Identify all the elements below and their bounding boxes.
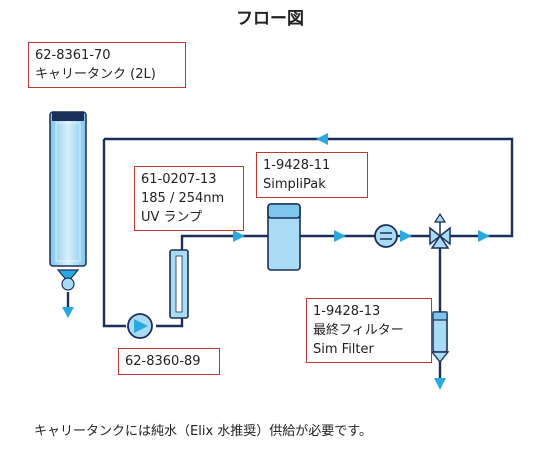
final-filter-label: 1-9428-13 最終フィルター Sim Filter <box>306 298 432 363</box>
final-filter-name-en: Sim Filter <box>313 342 374 357</box>
arrow-icon <box>434 378 446 390</box>
final-filter-code: 1-9428-13 <box>313 304 381 319</box>
simplipak-name: SimpliPak <box>263 177 326 192</box>
carrier-tank-label: 62-8361-70 キャリータンク (2L) <box>28 42 186 88</box>
pump-code: 62-8360-89 <box>125 354 201 369</box>
simplipak-cartridge <box>267 203 301 271</box>
arrow-icon <box>316 133 328 145</box>
final-filter-name-jp: 最終フィルター <box>313 323 404 338</box>
uv-lamp <box>169 249 189 319</box>
check-valve-icon <box>56 269 80 291</box>
carrier-tank-name: キャリータンク (2L) <box>35 67 156 82</box>
uv-lamp-spec: 185 / 254nm <box>141 191 225 206</box>
arrow-icon <box>478 230 490 242</box>
pipe-tank-to-pump <box>102 139 126 328</box>
arrow-icon <box>62 307 74 318</box>
arrow-icon <box>400 230 412 242</box>
pipe-pump-to-uv <box>156 318 184 328</box>
uv-lamp-code: 61-0207-13 <box>141 172 217 187</box>
carrier-tank-code: 62-8361-70 <box>35 48 111 63</box>
flow-meter-icon <box>374 224 398 248</box>
filter-icon <box>430 311 450 364</box>
uv-lamp-name: UV ランプ <box>141 210 203 225</box>
valve-icon <box>429 212 451 249</box>
pump-label: 62-8360-89 <box>118 348 220 375</box>
simplipak-label: 1-9428-11 SimpliPak <box>256 152 368 198</box>
arrow-icon <box>334 230 346 242</box>
diagram-title: フロー図 <box>236 9 304 29</box>
arrow-icon <box>233 230 245 242</box>
carrier-tank <box>49 111 87 267</box>
simplipak-code: 1-9428-11 <box>263 158 331 173</box>
pump-icon <box>127 313 153 339</box>
footnote: キャリータンクには純水（Elix 水推奨）供給が必要です。 <box>34 424 372 439</box>
uv-lamp-label: 61-0207-13 185 / 254nm UV ランプ <box>134 166 244 231</box>
pipe-uv-to-simplipak <box>180 234 268 250</box>
